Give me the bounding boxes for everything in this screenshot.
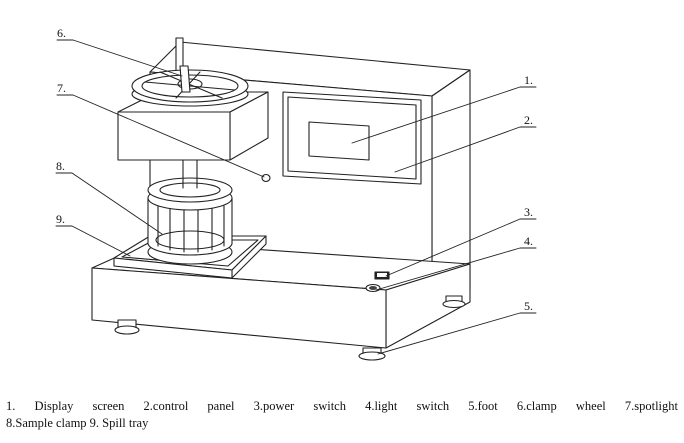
- caption-line-1: 1. Display screen 2.control panel 3.powe…: [6, 399, 678, 413]
- leader-6: [56, 39, 183, 77]
- leader-3: [385, 218, 537, 277]
- display-screen: [308, 121, 370, 161]
- leader-4: [375, 247, 537, 291]
- foot-front-left: [114, 319, 140, 335]
- callout-3: 3.: [524, 205, 533, 219]
- leader-5: [377, 312, 537, 355]
- figure-caption: 1. Display screen 2.control panel 3.powe…: [6, 398, 678, 432]
- light-switch: [365, 283, 381, 293]
- leader-7: [56, 94, 265, 178]
- callout-6: 6.: [57, 26, 66, 40]
- spotlight: [261, 173, 271, 183]
- callout-labels: 1. 2. 3. 4. 5. 6. 7. 8. 9.: [56, 26, 533, 313]
- leader-2: [394, 126, 537, 173]
- leader-lines: [55, 39, 537, 355]
- callout-8: 8.: [56, 159, 65, 173]
- callout-4: 4.: [524, 234, 533, 248]
- leader-8: [55, 172, 163, 235]
- callout-7: 7.: [57, 81, 66, 95]
- callout-2: 2.: [524, 113, 533, 127]
- foot-back-right: [442, 295, 466, 309]
- callout-1: 1.: [524, 73, 533, 87]
- clamp-wheel: [131, 37, 249, 107]
- caption-line-2: 8.Sample clamp 9. Spill tray: [6, 416, 149, 430]
- callout-9: 9.: [56, 212, 65, 226]
- power-switch: [374, 271, 390, 280]
- sample-clamp: [147, 177, 233, 265]
- apparatus-diagram: 1. 2. 3. 4. 5. 6. 7. 8. 9.: [55, 26, 537, 361]
- callout-5: 5.: [524, 299, 533, 313]
- leader-1: [351, 86, 537, 144]
- foot-front-right: [358, 347, 386, 361]
- leader-9: [55, 225, 131, 257]
